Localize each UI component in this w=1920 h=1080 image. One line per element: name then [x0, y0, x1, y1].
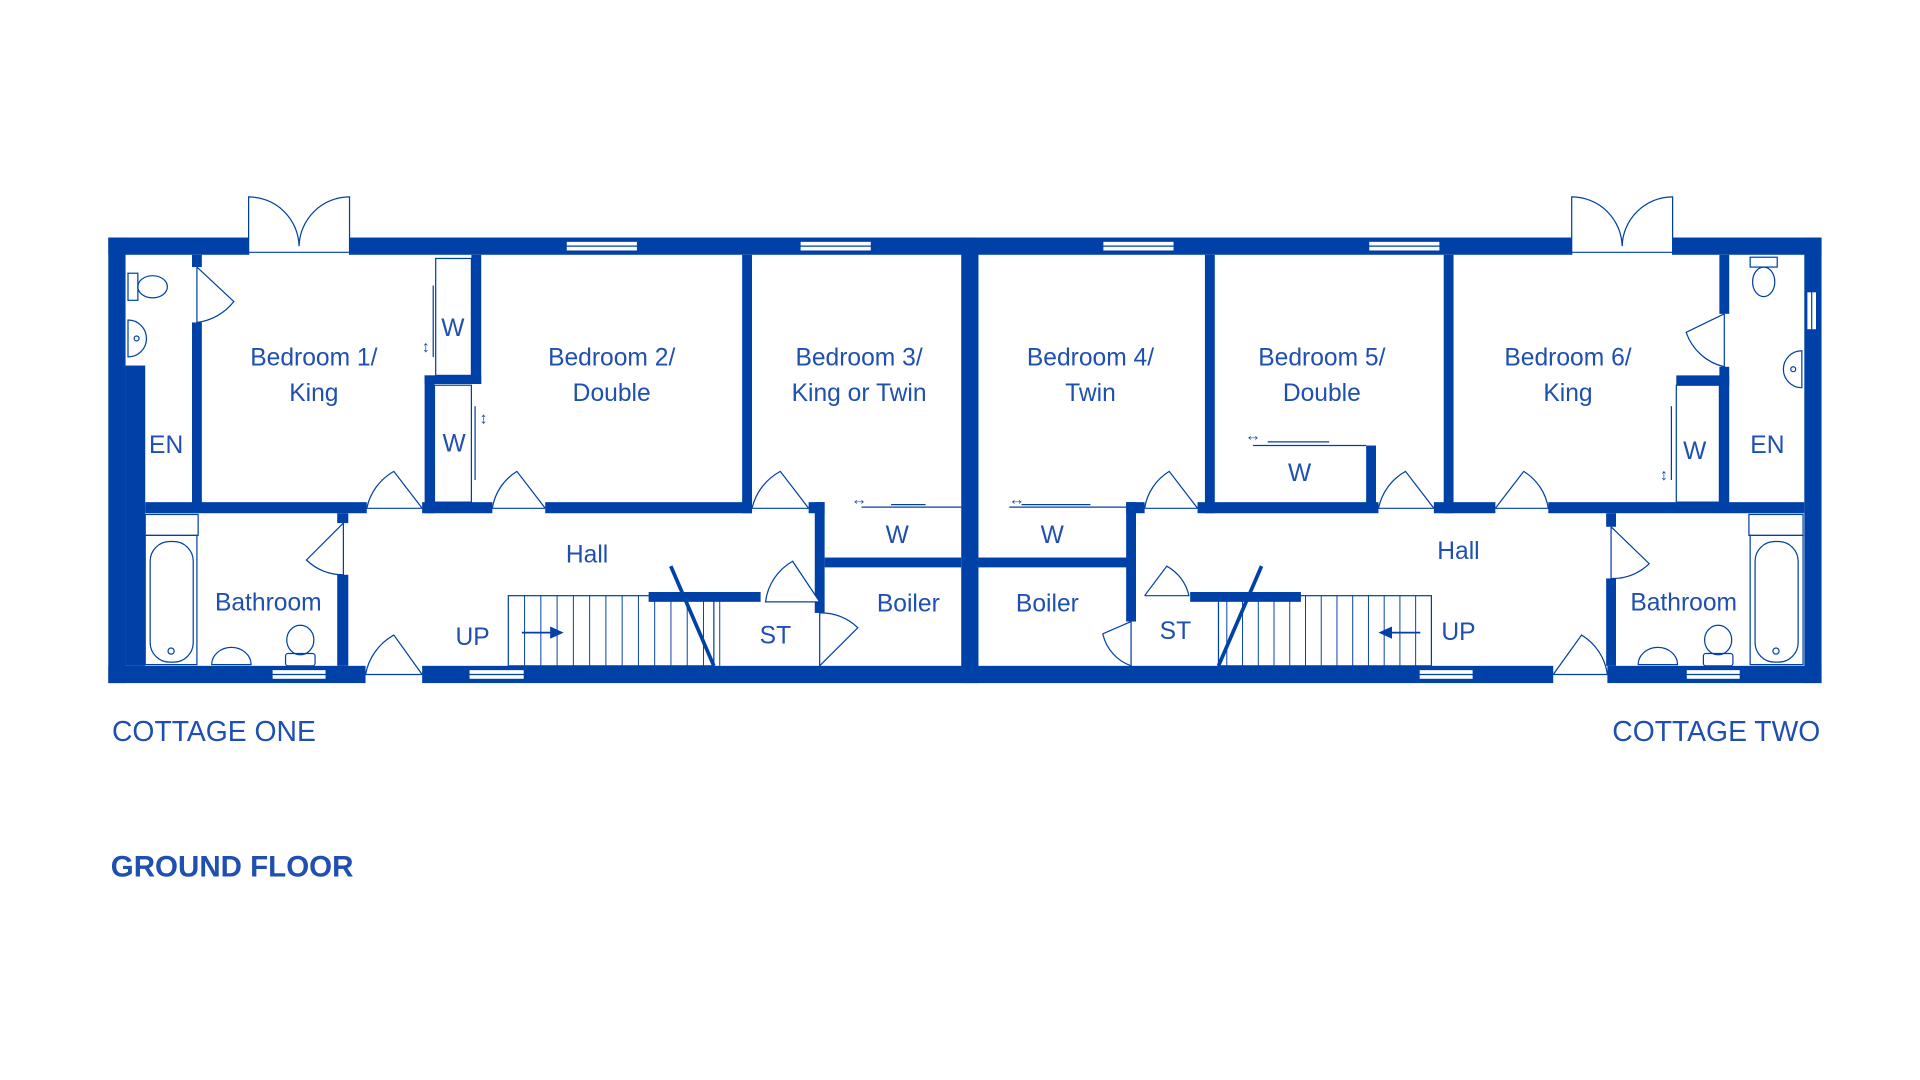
wardrobe-label: W [1683, 438, 1707, 465]
svg-text:↔: ↔ [851, 492, 867, 509]
room-label-bathroom-2: Bathroom [1630, 589, 1737, 616]
room-label-bedroom-3-type: King or Twin [792, 380, 927, 407]
room-label-bedroom-4: Bedroom 4/ [1027, 345, 1154, 372]
room-label-bathroom-1: Bathroom [215, 589, 322, 616]
wardrobe-label: W [1041, 522, 1065, 549]
room-label-bedroom-2-type: Double [573, 380, 651, 407]
room-labels: Bedroom 1/ King Bedroom 2/ Double Bedroo… [149, 315, 1784, 651]
room-label-bedroom-5: Bedroom 5/ [1258, 345, 1385, 372]
room-label-bedroom-1: Bedroom 1/ [250, 345, 377, 372]
door[interactable] [1144, 565, 1190, 597]
door[interactable] [1552, 634, 1609, 676]
sink-icon [1637, 646, 1679, 666]
door[interactable] [491, 470, 546, 509]
wardrobe-rails: ↕ ↕ ↔ ↔ ↔ ↕ [422, 257, 1721, 509]
room-label-en-2: EN [1750, 432, 1784, 459]
door[interactable] [819, 612, 859, 667]
stairs-up-label-2: UP [1441, 619, 1475, 646]
door[interactable] [1102, 620, 1132, 667]
door[interactable] [751, 470, 810, 509]
wardrobe-label: W [886, 522, 910, 549]
room-label-boiler-2: Boiler [1016, 591, 1079, 618]
floor-title: GROUND FLOOR [111, 850, 354, 883]
doors [196, 196, 1725, 676]
toilet-icon [127, 272, 168, 301]
door[interactable] [1143, 470, 1199, 509]
room-label-hall-1: Hall [566, 541, 608, 568]
svg-text:↔: ↔ [1245, 428, 1261, 445]
door[interactable] [1685, 313, 1725, 368]
toilet-icon [1749, 256, 1778, 298]
bath-icon [1748, 513, 1804, 666]
door[interactable] [364, 634, 423, 676]
stairs-up-label-1: UP [456, 624, 490, 651]
wardrobe-label: W [1288, 460, 1312, 487]
svg-text:↔: ↔ [1009, 492, 1025, 509]
svg-text:↕: ↕ [422, 339, 430, 356]
door[interactable] [1610, 526, 1651, 580]
cottage-one-label: COTTAGE ONE [112, 715, 316, 747]
door[interactable] [1377, 470, 1435, 509]
svg-text:↕: ↕ [480, 410, 488, 427]
door[interactable] [196, 266, 235, 324]
room-label-bedroom-4-type: Twin [1065, 380, 1116, 407]
french-doors[interactable] [1571, 196, 1674, 255]
cottage-two-label: COTTAGE TWO [1612, 715, 1820, 747]
bath-icon [144, 513, 199, 666]
room-label-bedroom-3: Bedroom 3/ [795, 345, 922, 372]
room-label-hall-2: Hall [1437, 538, 1479, 565]
arrow-left-icon [1378, 626, 1392, 639]
room-label-bedroom-5-type: Double [1283, 380, 1361, 407]
door[interactable] [366, 470, 423, 509]
staircase-cottage-one[interactable] [507, 565, 721, 667]
sink-icon [127, 319, 147, 358]
door[interactable] [305, 522, 344, 576]
sink-icon [1782, 350, 1803, 389]
room-label-bedroom-1-type: King [289, 380, 338, 407]
room-label-st-2: ST [1160, 618, 1191, 645]
wardrobe-label: W [443, 431, 467, 458]
door[interactable] [1494, 470, 1550, 509]
room-label-bedroom-2: Bedroom 2/ [548, 345, 675, 372]
windows [271, 240, 1818, 680]
room-label-bedroom-6-type: King [1543, 380, 1592, 407]
walls [108, 237, 1822, 684]
sink-icon [211, 646, 252, 666]
room-label-boiler-1: Boiler [877, 591, 940, 618]
room-label-bedroom-6: Bedroom 6/ [1504, 345, 1631, 372]
staircases [507, 565, 1432, 667]
wardrobe-label: W [441, 315, 465, 342]
fixtures: ↕ ↕ ↔ ↔ ↔ ↕ [127, 256, 1804, 667]
door[interactable] [764, 560, 821, 603]
toilet-icon [1702, 624, 1734, 667]
french-doors[interactable] [248, 196, 351, 255]
room-label-en-1: EN [149, 432, 183, 459]
arrow-right-icon [550, 626, 564, 639]
svg-text:↕: ↕ [1660, 467, 1668, 484]
staircase-cottage-two[interactable] [1216, 565, 1432, 667]
toilet-icon [284, 624, 316, 667]
room-label-st-1: ST [760, 623, 791, 650]
